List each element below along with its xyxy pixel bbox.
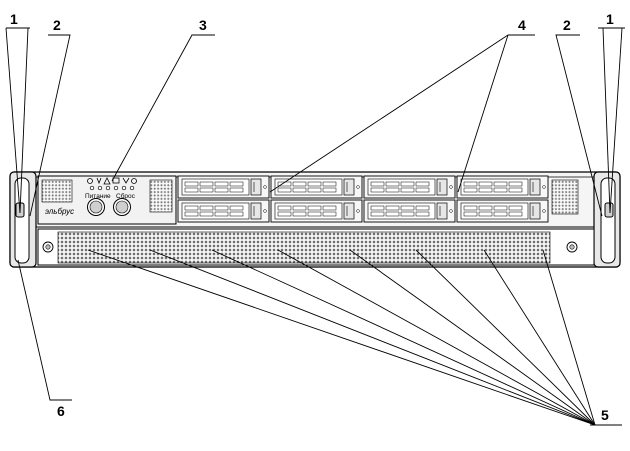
drive-led (449, 185, 453, 189)
callout-labels: 1 2 3 4 2 1 6 5 (10, 11, 614, 423)
callout-1-right: 1 (606, 11, 614, 27)
control-panel: Питание Сброс эльбрус (37, 175, 177, 225)
drive-latch[interactable] (250, 178, 262, 196)
drive-led (542, 209, 546, 213)
callout-6: 6 (57, 403, 65, 419)
drive-latch[interactable] (436, 178, 448, 196)
grille-screw-right (566, 241, 578, 253)
drive-bay-2[interactable] (270, 175, 363, 199)
drive-bay-4[interactable] (456, 175, 549, 199)
front-grille (37, 228, 595, 266)
indicator-leds (89, 185, 135, 191)
power-button[interactable] (87, 198, 105, 216)
left-handle (14, 177, 30, 264)
panel-vent-right (149, 179, 173, 213)
drive-bay-1[interactable] (177, 175, 270, 199)
brand-logo: эльбрус (45, 207, 74, 216)
drive-latch[interactable] (529, 202, 541, 220)
panel-vent-left (41, 179, 73, 203)
drive-led (449, 209, 453, 213)
reset-button[interactable] (113, 198, 131, 216)
drive-bay-5[interactable] (177, 199, 270, 223)
callout-3: 3 (199, 17, 207, 33)
drive-latch[interactable] (436, 202, 448, 220)
callout-2-left: 2 (53, 17, 61, 33)
drive-bay-7[interactable] (363, 199, 456, 223)
drive-led (356, 185, 360, 189)
drive-latch[interactable] (529, 178, 541, 196)
right-panel-vent (551, 179, 579, 215)
drive-bay-8[interactable] (456, 199, 549, 223)
drive-led (542, 185, 546, 189)
leader-lines (5, 27, 625, 426)
callout-2-right: 2 (563, 17, 571, 33)
right-handle (600, 177, 616, 264)
drive-latch[interactable] (250, 202, 262, 220)
callout-5: 5 (601, 407, 609, 423)
callout-4: 4 (518, 17, 526, 33)
drive-latch[interactable] (343, 178, 355, 196)
drive-latch[interactable] (343, 202, 355, 220)
right-thumbscrew (604, 202, 614, 218)
drive-bays (177, 175, 549, 223)
power-label: Питание (85, 193, 111, 200)
drive-led (263, 185, 267, 189)
drive-bay-3[interactable] (363, 175, 456, 199)
drive-bay-6[interactable] (270, 199, 363, 223)
grille-screw-left (42, 241, 54, 253)
drive-led (263, 209, 267, 213)
drive-led (356, 209, 360, 213)
indicator-icons (87, 177, 137, 185)
reset-label: Сброс (116, 192, 136, 200)
callout-1-left: 1 (10, 11, 18, 27)
